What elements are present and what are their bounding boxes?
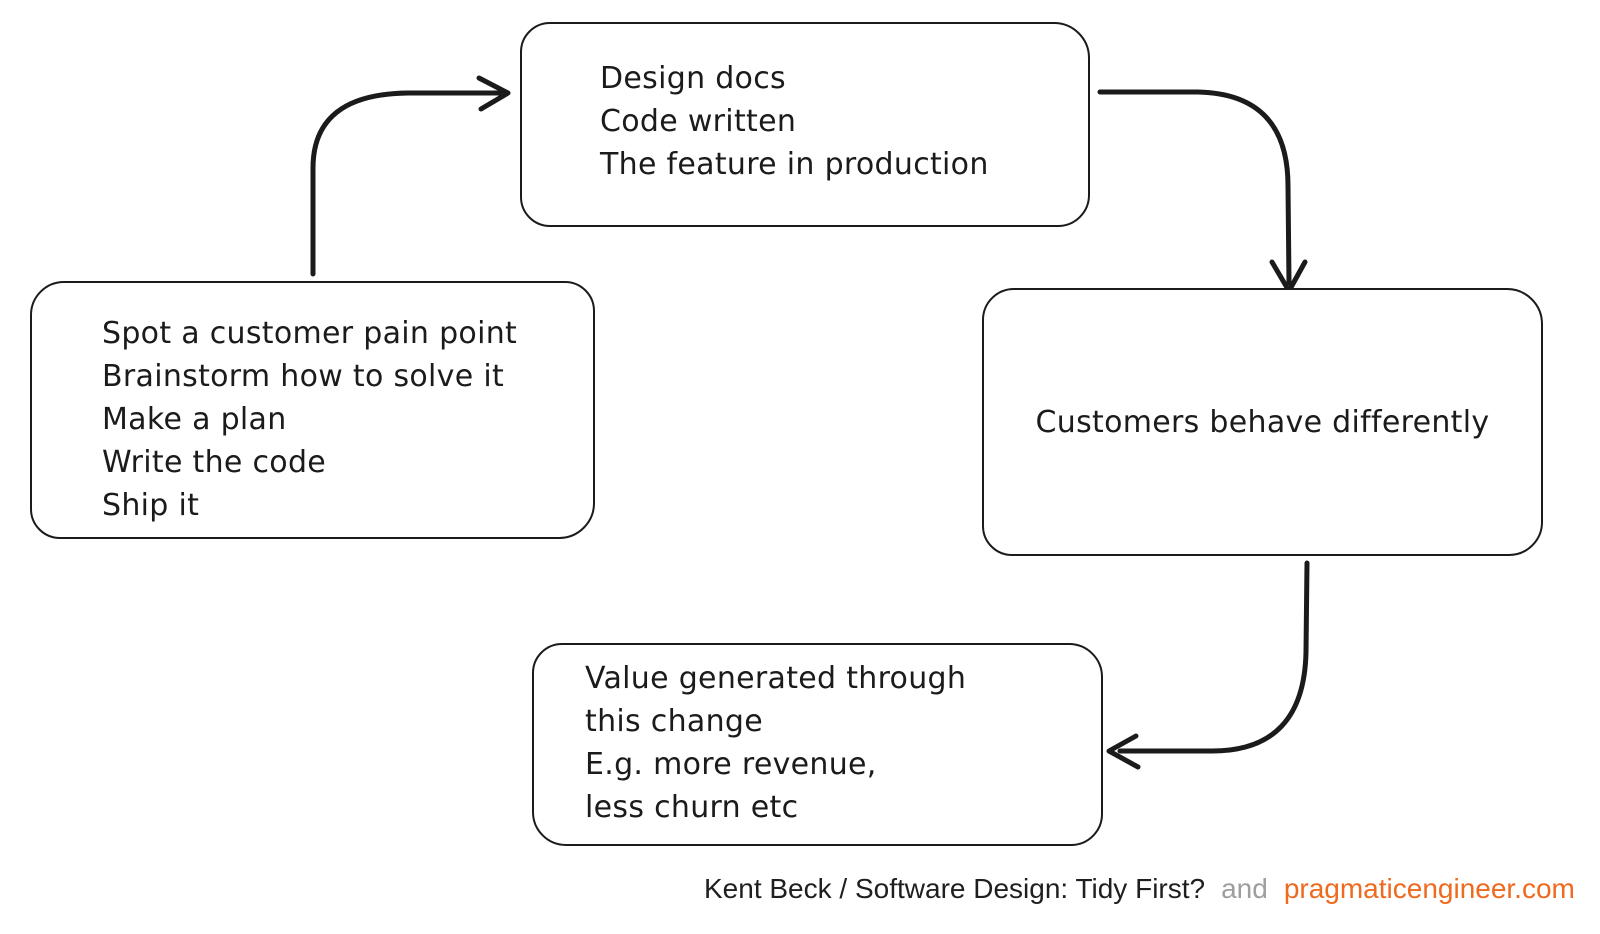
- box-line: Customers behave differently: [1035, 404, 1490, 440]
- conjunction-text: and: [1221, 873, 1268, 904]
- box-line: Brainstorm how to solve it: [102, 359, 505, 394]
- arrow-plan-to-output: [310, 75, 511, 277]
- box-value-generated: Value generated through this change E.g.…: [532, 643, 1103, 846]
- box-line: Write the code: [102, 445, 327, 480]
- arrow-behavior-to-value: [1106, 560, 1310, 770]
- box-line: Design docs: [600, 61, 786, 96]
- box-plan: Spot a customer pain point Brainstorm ho…: [30, 281, 595, 539]
- box-line: The feature in production: [600, 147, 989, 182]
- box-line: Code written: [600, 104, 797, 139]
- box-line: Ship it: [102, 488, 200, 523]
- box-line: Spot a customer pain point: [102, 316, 518, 351]
- box-line: Value generated through: [585, 661, 967, 696]
- box-customer-behavior: Customers behave differently: [982, 288, 1543, 556]
- box-line: Make a plan: [102, 402, 287, 437]
- arrow-output-to-behavior: [1097, 89, 1308, 294]
- pragmaticengineer-link[interactable]: pragmaticengineer.com: [1283, 873, 1575, 904]
- box-line: less churn etc: [585, 790, 799, 825]
- attribution-text: Kent Beck / Software Design: Tidy First?: [704, 873, 1206, 904]
- box-build-output: Design docs Code written The feature in …: [520, 22, 1090, 227]
- box-line: E.g. more revenue,: [585, 747, 877, 782]
- box-line: this change: [585, 704, 763, 739]
- attribution-footer: Kent Beck / Software Design: Tidy First?…: [704, 872, 1575, 906]
